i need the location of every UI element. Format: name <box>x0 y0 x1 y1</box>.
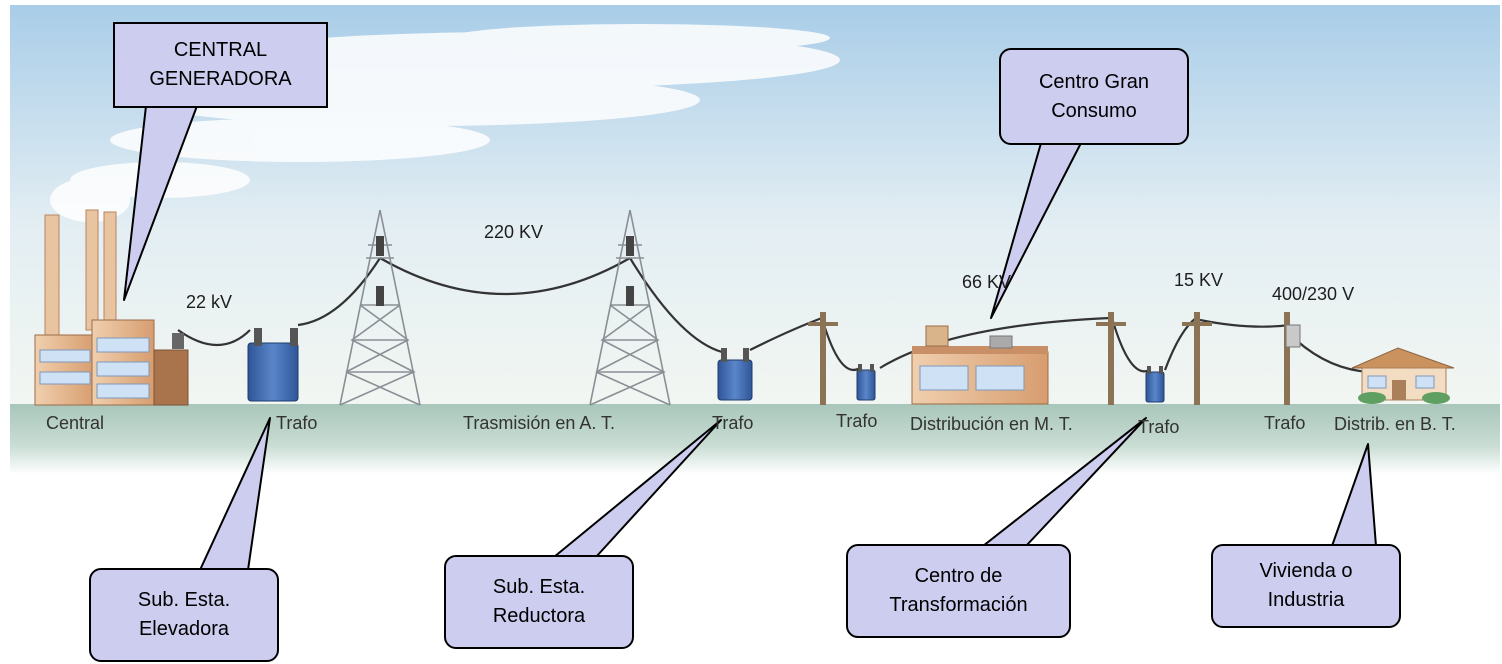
ground-label-trafo: Trafo <box>1138 417 1180 437</box>
callout-sub-esta-elevadora: Sub. Esta. Elevadora <box>89 568 279 662</box>
factory-building-icon <box>911 325 1049 405</box>
small-transformer-icon <box>856 364 1165 403</box>
ground-label-trasmision: Trasmisión en A. T. <box>463 413 616 433</box>
callout-line: Centro Gran <box>1038 70 1150 93</box>
callout-line: Centro de <box>914 565 1003 587</box>
callout-centro-transformacion: Centro de Transformación <box>846 544 1071 638</box>
power-lines <box>177 257 1371 374</box>
callout-line: Transformación <box>889 594 1028 616</box>
step-down-transformer-icon <box>717 348 753 401</box>
transmission-tower-icon <box>339 209 421 406</box>
power-plant-icon <box>34 209 189 406</box>
wooden-pole-icon <box>808 312 1301 405</box>
ground-label-distribucion-mt: Distribución en M. T. <box>910 414 1073 434</box>
ground-label-central: Central <box>46 413 105 433</box>
voltage-label-400-230v: 400/230 V <box>1272 284 1355 304</box>
callout-sub-esta-reductora: Sub. Esta. Reductora <box>444 555 634 649</box>
callout-centro-gran-consumo: Centro Gran Consumo <box>999 48 1189 145</box>
callout-line: CENTRAL <box>173 39 268 61</box>
callout-line: Reductora <box>492 605 586 627</box>
callout-vivienda-industria: Vivienda o Industria <box>1211 544 1401 628</box>
callout-line: Sub. Esta. <box>137 589 231 611</box>
callout-pointers <box>123 105 1377 571</box>
house-icon <box>1351 347 1455 404</box>
callout-line: Sub. Esta. <box>492 576 586 598</box>
ground-label-trafo: Trafo <box>836 411 878 431</box>
voltage-label-220kv: 220 KV <box>484 222 544 242</box>
ground-label-trafo: Trafo <box>712 413 754 433</box>
callout-central-generadora: CENTRAL GENERADORA <box>113 22 328 108</box>
voltage-label-15kv: 15 KV <box>1174 270 1224 290</box>
voltage-label-66kv: 66 KV <box>962 272 1012 292</box>
ground-label-trafo: Trafo <box>276 413 318 433</box>
callout-line: Industria <box>1267 589 1345 611</box>
callout-line: Consumo <box>1051 99 1137 122</box>
voltage-label-22kv: 22 kV <box>186 292 233 312</box>
step-up-transformer-icon <box>172 328 299 402</box>
ground-label-distrib-bt: Distrib. en B. T. <box>1334 414 1456 434</box>
callout-line: Vivienda o <box>1259 560 1353 582</box>
transmission-tower-icon <box>589 209 671 406</box>
callout-line: Elevadora <box>138 618 230 640</box>
callout-line: GENERADORA <box>149 68 292 90</box>
ground-label-trafo: Trafo <box>1264 413 1306 433</box>
